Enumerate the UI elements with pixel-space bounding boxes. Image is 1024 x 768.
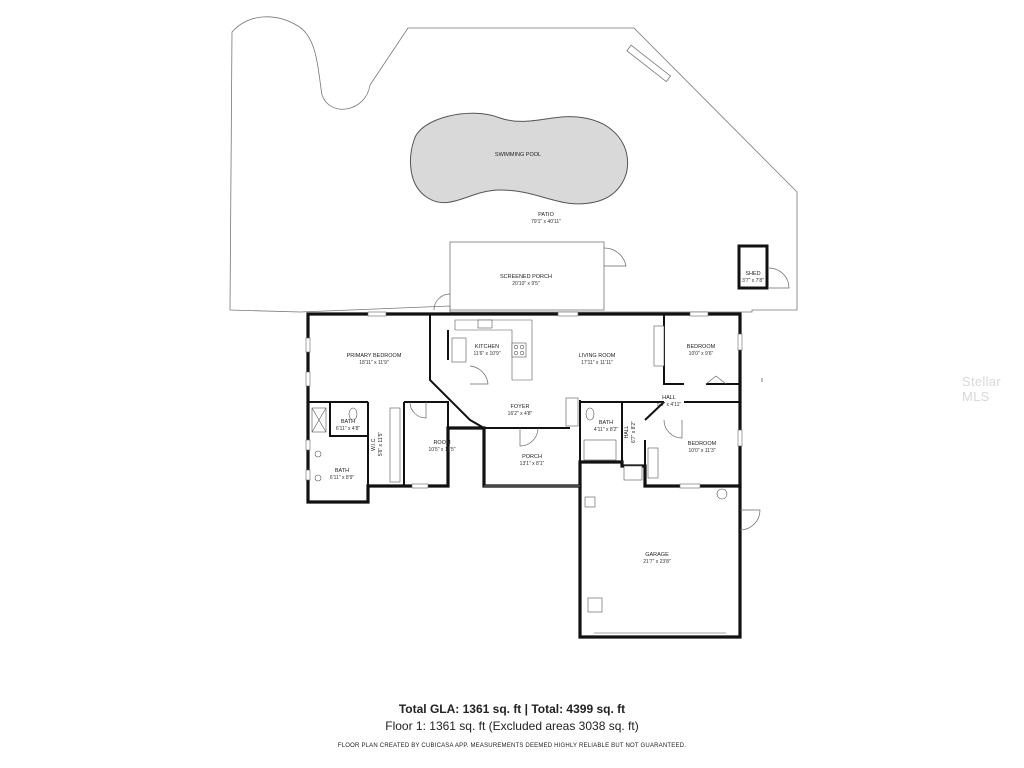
bath-1-toilet [348, 407, 358, 421]
bedroom-1-closet-doors [705, 375, 727, 385]
bedroom-2-label: BEDROOM [688, 441, 717, 447]
garage-label: GARAGE [645, 552, 669, 558]
foyer-closet [565, 397, 579, 427]
patio-step [626, 44, 672, 83]
bath-3-sink-1 [314, 450, 322, 458]
wic-dims: 5'6" x 11'5" [378, 432, 384, 456]
front-door [519, 427, 539, 447]
screened-porch-door [603, 247, 627, 267]
wic-shelf [389, 407, 401, 483]
bath-3-sink-2 [314, 474, 322, 482]
screened-porch-label: SCREENED PORCH [500, 274, 552, 280]
screened-porch [449, 241, 605, 311]
living-room-label: LIVING ROOM [579, 353, 616, 359]
porch-dims: 13'1" x 8'1" [520, 461, 545, 467]
hall-2-closet [623, 465, 643, 481]
floor-area-summary: Floor 1: 1361 sq. ft (Excluded areas 303… [385, 719, 639, 733]
primary-bedroom-label: PRIMARY BEDROOM [347, 353, 402, 359]
room-dims: 10'5" x 11'5" [428, 447, 455, 453]
patio-label: PATIO [538, 212, 554, 218]
living-room-cabinet [653, 325, 665, 367]
wic-label: W.I.C. [371, 437, 377, 451]
bath-2-toilet [585, 407, 595, 421]
garage-water-heater [584, 496, 596, 508]
foyer-label: FOYER [511, 404, 530, 410]
patio-dims: 79'1" x 40'11" [531, 219, 561, 225]
garage-walls [578, 486, 742, 639]
bedroom-1-label: BEDROOM [687, 344, 716, 350]
kitchen-fixtures [451, 319, 533, 381]
room-label: ROOM [433, 440, 451, 446]
shed [737, 244, 769, 290]
interior-walls [308, 314, 740, 486]
kitchen-door [469, 365, 489, 385]
garage-side-door [739, 509, 761, 531]
porch-label: PORCH [522, 454, 542, 460]
screened-porch-dims: 20'10" x 9'5" [512, 281, 540, 287]
primary-bedroom-dims: 18'11" x 11'9" [359, 360, 389, 366]
hall-2-label: HALL [624, 426, 630, 439]
bath-1-dims: 6'11" x 4'8" [336, 426, 360, 432]
swimming-pool [410, 112, 629, 205]
hall-2-dims: 6'7" x 8'2" [631, 421, 637, 443]
shed-dims: 3'7" x 7'8" [742, 278, 764, 284]
bedroom-2-dims: 10'0" x 11'3" [688, 448, 715, 454]
pool-label: SWIMMING POOL [495, 152, 541, 158]
foyer-dims: 16'2" x 4'8" [508, 411, 533, 417]
shed-door [768, 267, 790, 289]
bedroom-2-door [663, 419, 683, 439]
disclaimer: FLOOR PLAN CREATED BY CUBICASA APP. MEAS… [337, 743, 687, 749]
bath-2-dims: 4'11" x 8'2" [594, 427, 618, 433]
windows [305, 311, 743, 489]
hall-1-label: HALL [662, 395, 676, 401]
room-closet-door [409, 401, 427, 419]
garage-panel-icon [716, 488, 728, 500]
bedroom-2-closet [647, 447, 659, 479]
hall-1-dims: 5'3" x 4'11" [657, 402, 681, 408]
kitchen-label: KITCHEN [475, 344, 499, 350]
bath-3-label: BATH [335, 468, 349, 474]
bath-1-shower-mark [311, 407, 327, 433]
bath-1-label: BATH [341, 419, 355, 425]
garage-ac-unit [587, 597, 603, 613]
shed-label: SHED [745, 271, 760, 277]
bedroom-1-dims: 10'0" x 9'6" [689, 351, 714, 357]
bath-3-dims: 6'11" x 8'9" [330, 475, 354, 481]
patio-outline [229, 16, 798, 313]
total-area-summary: Total GLA: 1361 sq. ft | Total: 4399 sq.… [398, 702, 626, 716]
garage-dims: 21'7" x 23'8" [643, 559, 671, 565]
bath-2-label: BATH [599, 420, 613, 426]
screened-porch-door-2 [433, 293, 451, 311]
living-room-dims: 17'11" x 11'11" [581, 360, 613, 366]
watermark: Stellar MLS [962, 374, 1001, 404]
bath-2-tub [583, 439, 617, 461]
kitchen-dims: 11'6" x 10'9" [473, 351, 500, 357]
